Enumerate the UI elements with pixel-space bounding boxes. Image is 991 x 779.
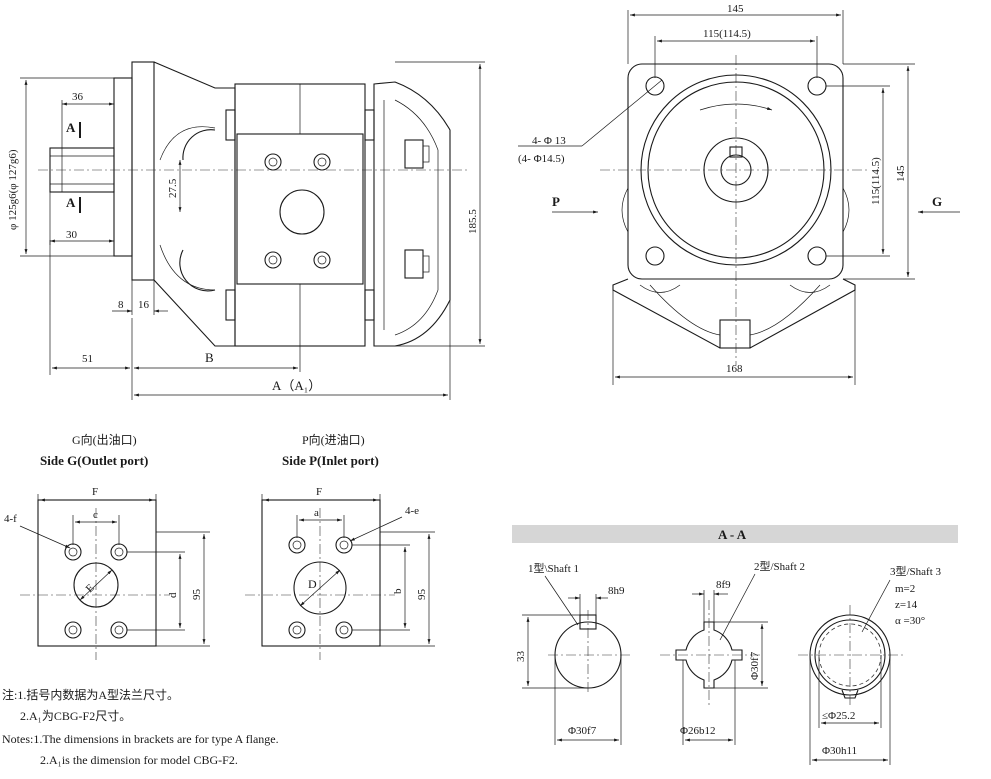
dim-16: 16 [138, 299, 150, 311]
shaft1-key: 8h9 [608, 585, 625, 597]
shaft-3: 3型/Shaft 3 m=2 z=14 α =30° ≤Φ25.2 Φ30h11 [798, 564, 942, 765]
side-g-dim-c: c [93, 509, 98, 521]
side-p-dim-a: a [314, 507, 319, 519]
shaft-2: 2型/Shaft 2 8f9 Φ30f7 Φ26b12 [660, 559, 805, 745]
dim-168: 168 [726, 363, 743, 375]
note-en-2: 2.A₁is the dimension for model CBG-F2. [40, 753, 238, 767]
port-G-label: G [932, 194, 942, 209]
hole-label-1: 4- Φ 13 [532, 135, 566, 147]
dim-36: 36 [72, 91, 84, 103]
shaft2-label: 2型/Shaft 2 [754, 559, 805, 573]
front-view: 145 115(114.5) 4- Φ 13 (4- Φ14.5) P G 11… [518, 3, 960, 385]
side-g-title-en: Side G(Outlet port) [40, 453, 148, 468]
side-g-dim-E: E [84, 582, 97, 595]
side-g-dim-95: 95 [191, 589, 203, 601]
section-aa-title: A - A [718, 527, 747, 542]
shaft-1: 1型\Shaft 1 8h9 33 Φ30f7 [515, 561, 630, 745]
flange-square [627, 63, 844, 280]
note-en-1: Notes:1.The dimensions in brackets are f… [2, 732, 279, 746]
side-view: 36 A A φ 125g6(φ 127g6) 30 8 16 27.5 185… [7, 61, 485, 400]
dim-185-5: 185.5 [467, 209, 479, 234]
side-g-view: G向(出油口) Side G(Outlet port) F c 4-f E d … [4, 432, 210, 660]
hole-label-2: (4- Φ14.5) [518, 153, 565, 165]
dim-145-right: 145 [895, 165, 907, 182]
side-p-dim-95: 95 [416, 589, 428, 601]
shaft1-dia: Φ30f7 [568, 725, 597, 737]
side-p-dim-D: D [308, 577, 317, 591]
section-aa-header [512, 525, 958, 543]
dim-115-right: 115(114.5) [870, 157, 882, 205]
section-mark-bottom: A [66, 195, 76, 210]
side-p-plate [261, 499, 381, 647]
shaft3-alpha: α =30° [895, 615, 925, 627]
shaft3-z: z=14 [895, 599, 918, 611]
port-bolt-holes [264, 153, 331, 269]
dim-B: B [205, 350, 214, 365]
side-g-dim-4f: 4-f [4, 513, 17, 525]
shaft3-m: m=2 [895, 583, 915, 595]
dim-145-top: 145 [727, 3, 744, 15]
note-cn-2: 2.A₁为CBG-F2尺寸。 [20, 709, 131, 723]
shaft3-root: ≤Φ25.2 [822, 710, 855, 722]
dim-30: 30 [66, 229, 78, 241]
shaft3-label: 3型/Shaft 3 [890, 564, 942, 578]
side-p-dim-F: F [316, 486, 322, 498]
side-p-title-en: Side P(Inlet port) [282, 453, 379, 468]
port-P-label: P [552, 194, 560, 209]
dim-A: A（A₁） [272, 378, 321, 393]
dim-8: 8 [118, 299, 124, 311]
dim-27-5: 27.5 [167, 178, 179, 198]
shaft1-height: 33 [515, 651, 527, 663]
shaft2-key: 8f9 [716, 579, 731, 591]
section-aa: A - A 1型\Shaft 1 8h9 33 Φ30f7 2型/Shaft [512, 525, 958, 765]
shaft2-od: Φ30f7 [749, 651, 761, 680]
side-p-dim-b: b [392, 588, 404, 594]
dim-51: 51 [82, 353, 93, 365]
shaft2-id: Φ26b12 [680, 725, 716, 737]
shaft3-dia: Φ30h11 [822, 745, 857, 757]
shaft1-label: 1型\Shaft 1 [528, 561, 579, 575]
dim-115-top: 115(114.5) [703, 28, 751, 40]
side-p-dim-4e: 4-e [405, 505, 419, 517]
notes: 注:1.括号内数据为A型法兰尺寸。 2.A₁为CBG-F2尺寸。 Notes:1… [2, 687, 279, 767]
rear-cover [373, 81, 451, 347]
note-cn-1: 注:1.括号内数据为A型法兰尺寸。 [2, 687, 179, 702]
section-mark-top: A [66, 120, 76, 135]
side-p-view: P向(进油口) Side P(Inlet port) F a 4-e D b 9… [245, 432, 435, 660]
side-g-dim-F: F [92, 486, 98, 498]
dim-diameter: φ 125g6(φ 127g6) [7, 149, 19, 230]
side-g-title-cn: G向(出油口) [72, 432, 137, 447]
flange [113, 77, 133, 257]
side-p-title-cn: P向(进油口) [302, 432, 365, 447]
side-g-dim-d: d [167, 592, 179, 598]
